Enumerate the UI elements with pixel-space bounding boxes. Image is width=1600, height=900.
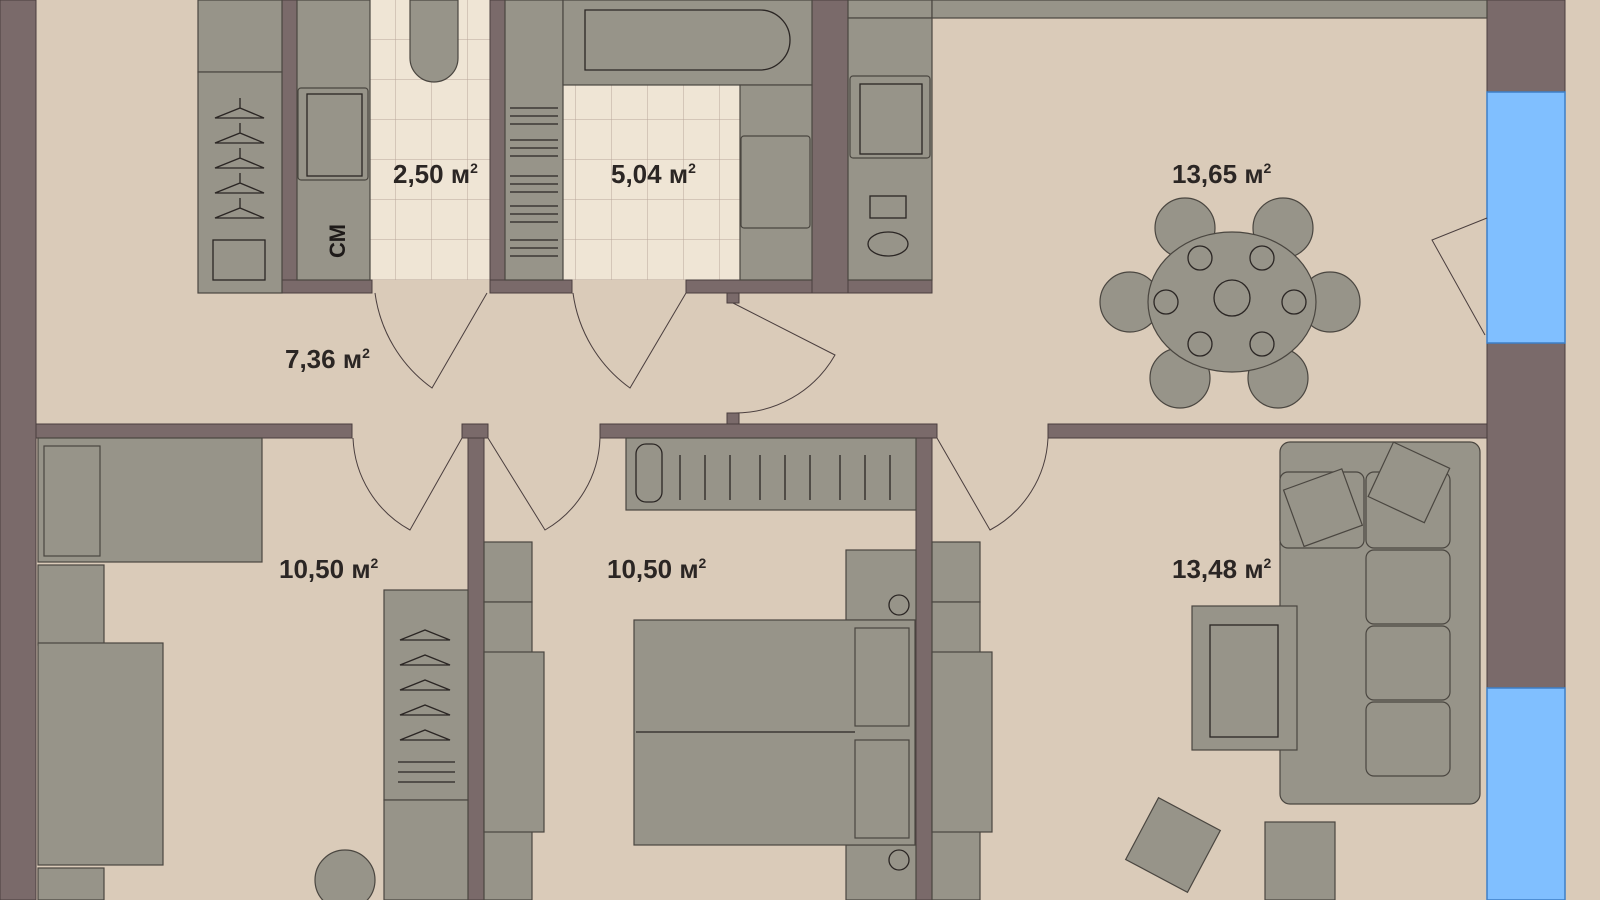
bathtub-icon (584, 9, 791, 71)
plates-icon (867, 231, 909, 257)
pot-icon (869, 195, 907, 219)
bathroom-tile-floor (563, 85, 740, 280)
washing-machine-label: СМ (325, 224, 350, 258)
bedroom-left-furniture (37, 437, 469, 900)
doors (352, 217, 1488, 531)
area-label-living-room: 13,48 м2 (1172, 554, 1272, 584)
window (1486, 687, 1566, 900)
bedroom-middle-furniture (483, 437, 993, 900)
area-label-bedroom-middle: 10,50 м2 (607, 554, 707, 584)
hallway-wardrobe (197, 0, 283, 294)
dining-set (1099, 197, 1361, 409)
area-label-bathroom: 5,04 м2 (611, 159, 696, 189)
area-label-bedroom-left: 10,50 м2 (279, 554, 379, 584)
bathroom-fixtures (504, 0, 813, 281)
room-labels: 2,50 м2 5,04 м2 13,65 м2 7,36 м2 10,50 м… (279, 159, 1272, 584)
area-label-kitchen-dining: 13,65 м2 (1172, 159, 1272, 189)
kitchen (847, 0, 1488, 281)
area-label-wc: 2,50 м2 (393, 159, 478, 189)
toilet-icon (409, 0, 459, 83)
wc-fixtures (296, 0, 459, 281)
area-label-hallway: 7,36 м2 (285, 344, 370, 374)
living-room-furniture (1124, 441, 1481, 900)
window (1486, 91, 1566, 344)
